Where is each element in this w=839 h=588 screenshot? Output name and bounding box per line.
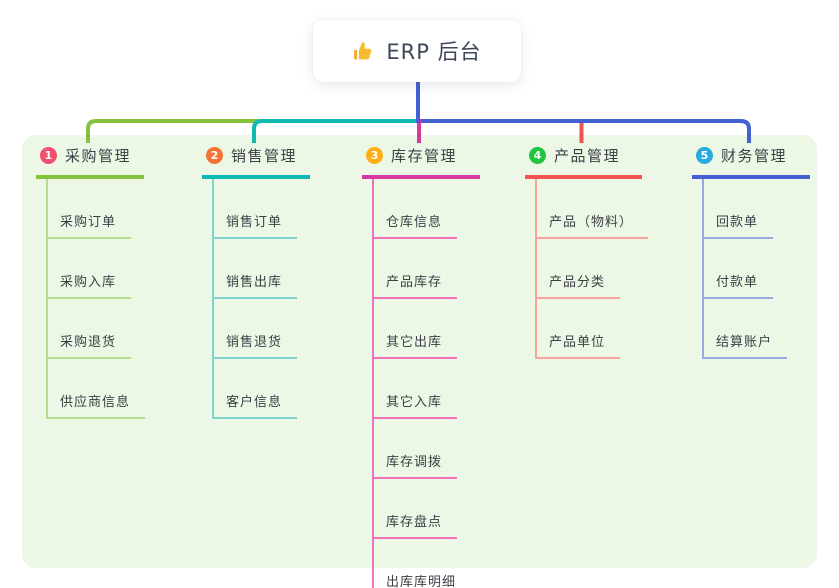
child-label: 供应商信息 [60, 395, 131, 410]
branch-label: 库存管理 [391, 147, 458, 165]
child-label: 回款单 [716, 215, 759, 230]
child-label: 销售退货 [226, 335, 283, 350]
branch-number-badge: 4 [529, 147, 546, 164]
branch-title[interactable]: 5 财务管理 [692, 143, 810, 179]
branch-children: 采购订单 采购入库 采购退货 供应商信息 [46, 179, 146, 419]
root-node[interactable]: ERP 后台 [313, 20, 521, 82]
child-node[interactable]: 采购退货 [48, 299, 132, 359]
child-node[interactable]: 产品单位 [537, 299, 621, 359]
child-label: 产品分类 [549, 275, 606, 290]
child-label: 结算账户 [716, 335, 773, 350]
child-node[interactable]: 销售出库 [214, 239, 298, 299]
child-label: 采购订单 [60, 215, 117, 230]
child-label: 采购退货 [60, 335, 117, 350]
child-label: 客户信息 [226, 395, 283, 410]
child-label: 库存调拨 [386, 455, 443, 470]
child-label: 出库库明细 [386, 575, 457, 588]
branch-children: 产品（物料） 产品分类 产品单位 [535, 179, 649, 359]
child-node[interactable]: 其它入库 [374, 359, 458, 419]
child-node[interactable]: 采购订单 [48, 179, 132, 239]
branch-children: 回款单 付款单 结算账户 [702, 179, 810, 359]
branch-title[interactable]: 2 销售管理 [202, 143, 310, 179]
branch-label: 销售管理 [231, 147, 298, 165]
branch-node: 4 产品管理 产品（物料） 产品分类 产品单位 [525, 143, 649, 359]
thumbs-up-icon [352, 40, 375, 63]
child-label: 其它入库 [386, 395, 443, 410]
child-node[interactable]: 出库库明细 [374, 539, 471, 588]
branch-number-badge: 5 [696, 147, 713, 164]
child-node[interactable]: 库存调拨 [374, 419, 458, 479]
child-node[interactable]: 采购入库 [48, 239, 132, 299]
child-label: 其它出库 [386, 335, 443, 350]
child-node[interactable]: 结算账户 [704, 299, 788, 359]
child-node[interactable]: 供应商信息 [48, 359, 146, 419]
branch-number-badge: 1 [40, 147, 57, 164]
child-node[interactable]: 库存盘点 [374, 479, 458, 539]
child-node[interactable]: 客户信息 [214, 359, 298, 419]
branch-label: 采购管理 [65, 147, 132, 165]
child-label: 采购入库 [60, 275, 117, 290]
child-label: 销售出库 [226, 275, 283, 290]
branch-node: 3 库存管理 仓库信息 产品库存 其它出库 其它入库 库存调拨 库存盘点 出库库… [362, 143, 480, 588]
child-label: 库存盘点 [386, 515, 443, 530]
branches-panel-background [22, 135, 817, 568]
child-node[interactable]: 销售订单 [214, 179, 298, 239]
branch-node: 2 销售管理 销售订单 销售出库 销售退货 客户信息 [202, 143, 310, 419]
child-node[interactable]: 回款单 [704, 179, 774, 239]
branch-number-badge: 2 [206, 147, 223, 164]
child-node[interactable]: 仓库信息 [374, 179, 458, 239]
branch-title[interactable]: 3 库存管理 [362, 143, 480, 179]
child-label: 仓库信息 [386, 215, 443, 230]
branch-number-badge: 3 [366, 147, 383, 164]
branch-label: 产品管理 [554, 147, 621, 165]
child-node[interactable]: 产品库存 [374, 239, 458, 299]
branch-label: 财务管理 [721, 147, 788, 165]
branch-children: 销售订单 销售出库 销售退货 客户信息 [212, 179, 310, 419]
child-label: 销售订单 [226, 215, 283, 230]
branch-node: 1 采购管理 采购订单 采购入库 采购退货 供应商信息 [36, 143, 146, 419]
child-node[interactable]: 其它出库 [374, 299, 458, 359]
child-node[interactable]: 产品（物料） [537, 179, 649, 239]
child-node[interactable]: 销售退货 [214, 299, 298, 359]
child-label: 产品单位 [549, 335, 606, 350]
branch-title[interactable]: 4 产品管理 [525, 143, 642, 179]
branch-node: 5 财务管理 回款单 付款单 结算账户 [692, 143, 810, 359]
child-label: 产品库存 [386, 275, 443, 290]
child-label: 产品（物料） [549, 215, 634, 230]
branch-children: 仓库信息 产品库存 其它出库 其它入库 库存调拨 库存盘点 出库库明细 [372, 179, 480, 588]
child-node[interactable]: 产品分类 [537, 239, 621, 299]
root-label: ERP 后台 [386, 40, 482, 64]
child-node[interactable]: 付款单 [704, 239, 774, 299]
branch-title[interactable]: 1 采购管理 [36, 143, 144, 179]
child-label: 付款单 [716, 275, 759, 290]
